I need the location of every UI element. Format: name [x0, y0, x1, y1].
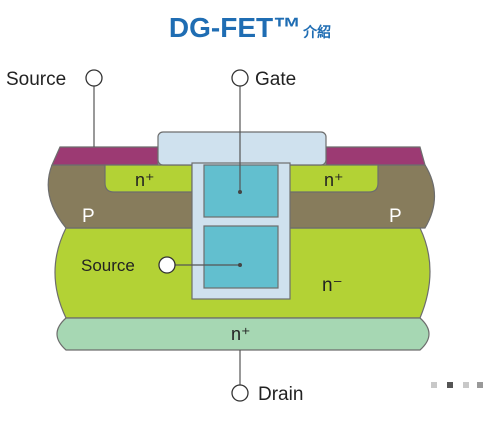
title-sub: 介紹 — [303, 25, 332, 41]
n-plus-drain-label: n⁺ — [231, 324, 251, 344]
title-main: DG-FET™ — [168, 12, 302, 43]
n-plus-drain-layer — [56, 317, 430, 351]
source-top-label: Source — [6, 69, 66, 90]
source-metal-right — [325, 146, 426, 166]
shield-source-electrode — [203, 225, 279, 289]
p-left-label: P — [82, 206, 95, 227]
gate-terminal-icon — [231, 69, 249, 87]
source-mid-terminal-icon — [158, 256, 176, 274]
n-plus-left-label: n⁺ — [135, 170, 155, 190]
n-plus-source-right — [286, 164, 379, 193]
watermark-squares — [431, 382, 483, 388]
n-plus-right-label: n⁺ — [324, 170, 344, 190]
p-right-label: P — [389, 206, 402, 227]
gate-label: Gate — [255, 69, 296, 90]
drain-label: Drain — [258, 384, 303, 405]
source-mid-contact-dot — [238, 263, 242, 267]
n-plus-source-left — [104, 164, 193, 193]
gate-oxide-cap — [157, 131, 327, 166]
gate-contact-dot — [238, 190, 242, 194]
source-metal-left — [51, 146, 159, 166]
n-minus-label: n⁻ — [322, 275, 343, 296]
source-mid-label: Source — [81, 256, 135, 275]
drain-terminal-icon — [231, 384, 249, 402]
source-top-terminal-icon — [85, 69, 103, 87]
